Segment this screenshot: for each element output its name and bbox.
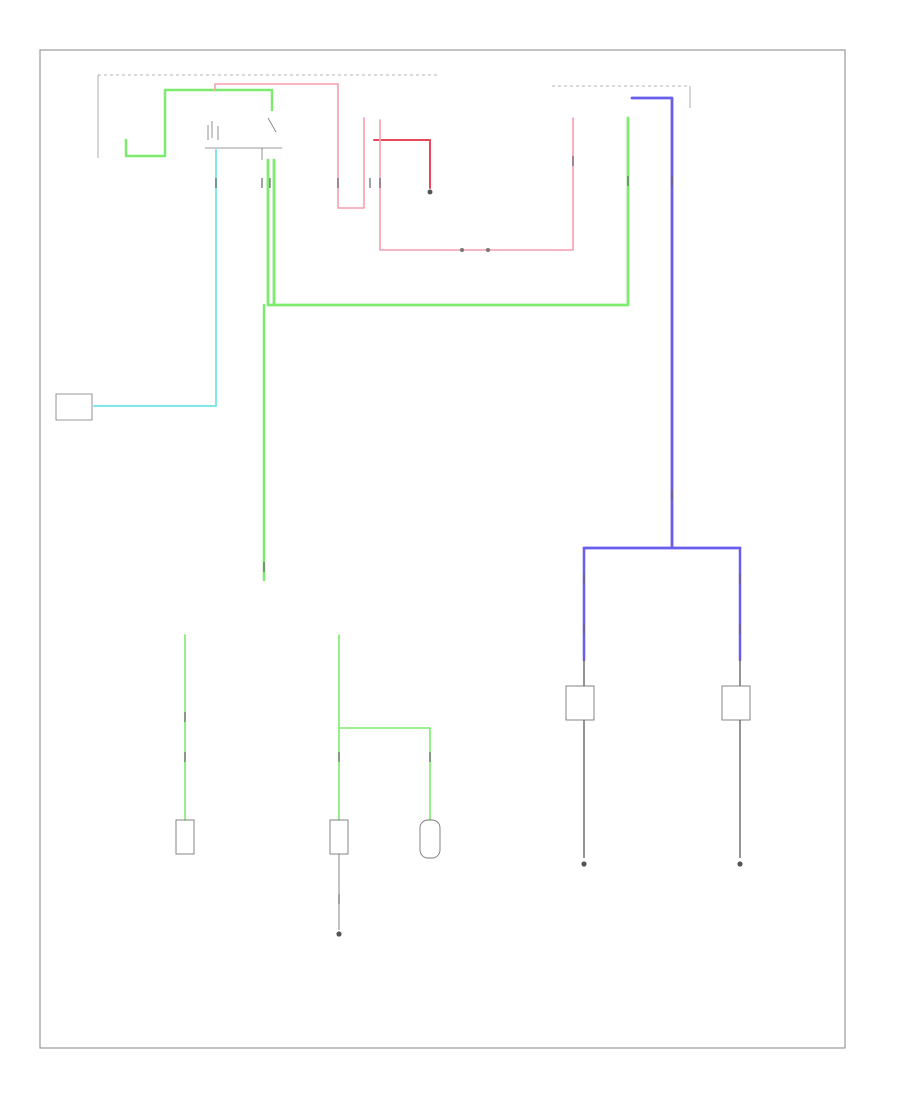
connector-pin-red bbox=[427, 189, 433, 195]
wire-blue bbox=[630, 96, 674, 550]
wire-pink-loop bbox=[379, 117, 574, 251]
wire-cyan bbox=[93, 149, 217, 407]
wire-green-loop bbox=[266, 116, 630, 307]
connector-ticks bbox=[184, 156, 741, 904]
wire-red-connector bbox=[373, 139, 431, 189]
diagram-frame bbox=[39, 49, 846, 1049]
lower-dark-runs bbox=[583, 660, 741, 858]
ground-points bbox=[336, 861, 743, 937]
wire-green-top-left bbox=[124, 88, 274, 158]
top-boundary-lines bbox=[97, 74, 691, 158]
left-module bbox=[55, 393, 93, 421]
top-switch-box bbox=[205, 117, 282, 160]
wire-green-lower-branch bbox=[338, 727, 431, 821]
wire-pink-top bbox=[214, 83, 365, 209]
lower-components bbox=[175, 685, 751, 930]
inline-connector-pair bbox=[460, 248, 490, 252]
